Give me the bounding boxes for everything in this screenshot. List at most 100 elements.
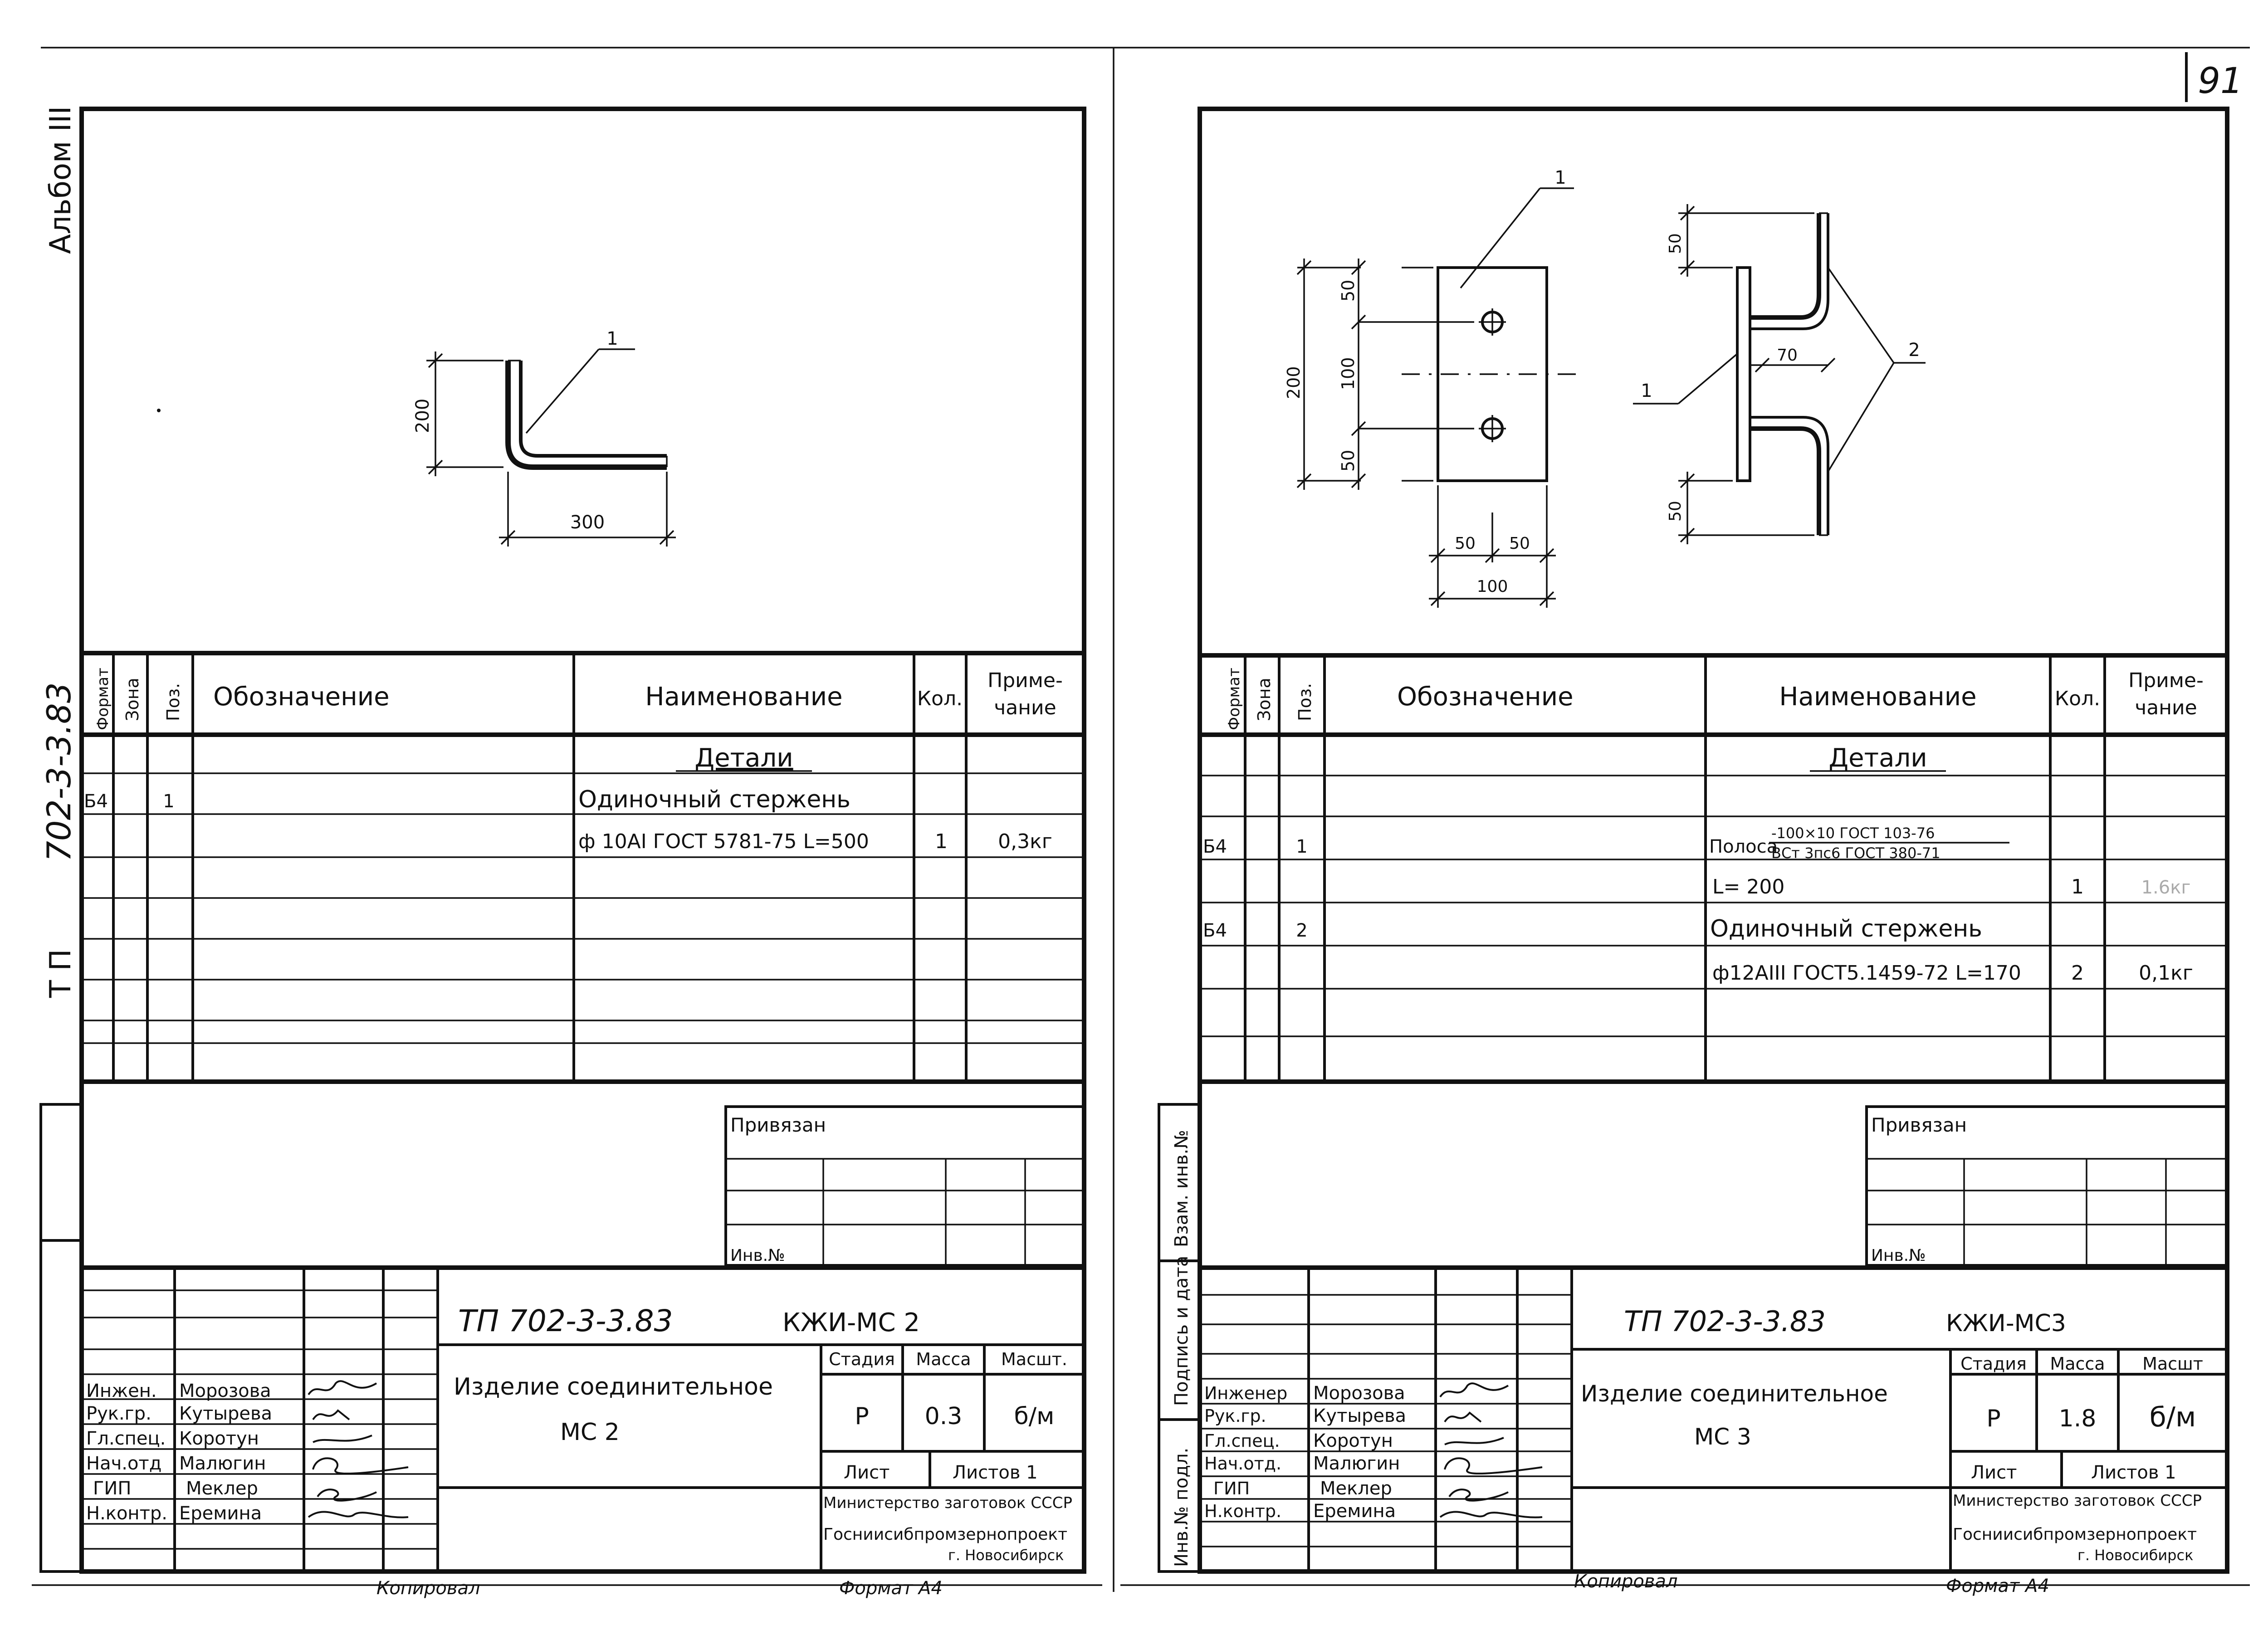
org-3: г. Новосибирск bbox=[2077, 1547, 2193, 1564]
org-1: Министерство заготовок СССР bbox=[823, 1494, 1072, 1512]
margin-project-code: 702-3-3.83 bbox=[40, 682, 78, 862]
svg-text:Морозова: Морозова bbox=[1313, 1383, 1405, 1404]
roles-mc3: Инженер Морозова Рук.гр. Кутырева Гл.спе… bbox=[1204, 1383, 1406, 1522]
svg-text:ГИП: ГИП bbox=[93, 1478, 131, 1499]
dim-50-bottom: 50 bbox=[1338, 450, 1358, 472]
stamp-code: ТП 702-3-3.83 bbox=[1624, 1305, 1826, 1338]
sheets-label: Листов 1 bbox=[953, 1462, 1038, 1483]
callout-1: 1 bbox=[606, 328, 618, 349]
svg-text:Гл.спец.: Гл.спец. bbox=[86, 1428, 166, 1449]
svg-text:Малюгин: Малюгин bbox=[1313, 1453, 1400, 1474]
album-label: Альбом III bbox=[44, 106, 78, 254]
dim-100-w: 100 bbox=[1477, 577, 1508, 596]
header-name: Наименование bbox=[1779, 682, 1976, 712]
dim-100: 100 bbox=[1338, 357, 1358, 390]
header-format: Формат bbox=[94, 668, 112, 730]
svg-text:Меклер: Меклер bbox=[186, 1478, 258, 1499]
svg-text:Инженер: Инженер bbox=[1204, 1383, 1287, 1403]
row2-name: L= 200 bbox=[1712, 875, 1784, 898]
svg-text:Еремина: Еремина bbox=[179, 1503, 262, 1524]
svg-text:Н.контр.: Н.контр. bbox=[86, 1503, 167, 1524]
footer-copied: Копировал bbox=[376, 1578, 480, 1599]
header-designation: Обозначение bbox=[213, 682, 390, 712]
header-name: Наименование bbox=[645, 682, 842, 712]
stamp-inv: Инв.№ подл. bbox=[1171, 1448, 1192, 1567]
row2-qty: 1 bbox=[935, 830, 948, 853]
svg-text:Рук.гр.: Рук.гр. bbox=[86, 1403, 152, 1424]
callout-1-top: 1 bbox=[1554, 167, 1566, 188]
section-details: Детали bbox=[694, 743, 793, 773]
org-2: Госниисибпромзернопроект bbox=[1953, 1525, 2197, 1544]
dim-300: 300 bbox=[570, 512, 605, 533]
row4-name: ф12АIII ГОСТ5.1459-72 L=170 bbox=[1712, 961, 2021, 985]
stamp-title-1: Изделие соединительное bbox=[1581, 1381, 1888, 1407]
dim-50-side-top: 50 bbox=[1666, 233, 1685, 254]
scale-value: б/м bbox=[2150, 1401, 2196, 1433]
title-block-mc2: Привязан Инв.№ bbox=[82, 1105, 1085, 1572]
svg-text:ГИП: ГИП bbox=[1213, 1479, 1250, 1498]
stamp-doc: КЖИ-МС 2 bbox=[782, 1308, 920, 1337]
bar-bottom bbox=[1750, 426, 1821, 535]
row4-note: 0,1кг bbox=[2139, 961, 2193, 985]
row3-name: Одиночный стержень bbox=[1710, 915, 1982, 942]
row1-name-numerator: -100×10 ГОСТ 103-76 bbox=[1771, 825, 1935, 842]
svg-text:Кутырева: Кутырева bbox=[179, 1403, 272, 1424]
row2-note: 1.6кг bbox=[2141, 877, 2191, 898]
svg-text:Еремина: Еремина bbox=[1313, 1501, 1396, 1522]
row3-format: Б4 bbox=[1203, 920, 1227, 941]
mass-value: 0.3 bbox=[925, 1403, 963, 1430]
row1-format: Б4 bbox=[84, 791, 108, 812]
svg-text:Морозова: Морозова bbox=[179, 1381, 271, 1401]
callout-2: 2 bbox=[1908, 340, 1920, 361]
scale-label: Масшт. bbox=[1001, 1349, 1067, 1369]
stage-label: Стадия bbox=[829, 1349, 895, 1369]
header-note-2: чание bbox=[2135, 696, 2197, 719]
dim-200: 200 bbox=[1284, 366, 1304, 399]
scale-value: б/м bbox=[1014, 1403, 1055, 1430]
section-details: Детали bbox=[1828, 743, 1927, 773]
spec-table-mc2: Формат Зона Поз. Обозначение Наименовани… bbox=[82, 651, 1084, 1084]
inv-label: Инв.№ bbox=[1871, 1246, 1926, 1265]
header-pos: Поз. bbox=[1295, 683, 1315, 721]
header-note-1: Приме- bbox=[2128, 669, 2204, 692]
row2-qty: 1 bbox=[2071, 875, 2084, 898]
row1-pos: 1 bbox=[1296, 836, 1307, 857]
inv-label: Инв.№ bbox=[730, 1246, 785, 1265]
svg-text:Коротун: Коротун bbox=[1313, 1430, 1393, 1451]
svg-text:Малюгин: Малюгин bbox=[179, 1453, 266, 1474]
page-number: 91 bbox=[2198, 61, 2243, 102]
org-1: Министерство заготовок СССР bbox=[1953, 1492, 2202, 1510]
header-pos: Поз. bbox=[163, 683, 183, 721]
sheet-label: Лист bbox=[844, 1462, 890, 1483]
sheets-label: Листов 1 bbox=[2091, 1462, 2176, 1483]
row2-note: 0,3кг bbox=[998, 830, 1052, 853]
footer-format: Формат А4 bbox=[839, 1578, 943, 1599]
row2-name: ф 10АI ГОСТ 5781-75 L=500 bbox=[578, 830, 869, 853]
stamp-podpis: Подпись и дата bbox=[1171, 1256, 1192, 1406]
sheet-frame bbox=[1198, 107, 2229, 1574]
stage-value: Р bbox=[855, 1403, 869, 1430]
svg-text:Инжен.: Инжен. bbox=[86, 1381, 157, 1401]
mass-value: 1.8 bbox=[2059, 1405, 2097, 1432]
svg-text:Меклер: Меклер bbox=[1320, 1478, 1392, 1499]
svg-text:Коротун: Коротун bbox=[179, 1428, 259, 1449]
header-zone: Зона bbox=[122, 678, 142, 721]
spec-table-mc3: Формат Зона Поз. Обозначение Наименовани… bbox=[1200, 653, 2227, 1084]
header-note-1: Приме- bbox=[987, 669, 1063, 692]
stamp-code: ТП 702-3-3.83 bbox=[458, 1303, 673, 1338]
stamp-title-1: Изделие соединительное bbox=[454, 1373, 773, 1401]
svg-text:Кутырева: Кутырева bbox=[1313, 1406, 1406, 1426]
stage-value: Р bbox=[1986, 1405, 2000, 1432]
plate-side bbox=[1736, 266, 1751, 482]
dim-200: 200 bbox=[412, 399, 433, 433]
detail-drawing-mc2: 200 300 1 bbox=[157, 328, 676, 547]
stage-label: Стадия bbox=[1960, 1354, 2027, 1374]
signatures-mc3 bbox=[1439, 1382, 1543, 1518]
signatures-mc2 bbox=[308, 1380, 409, 1518]
svg-text:Нач.отд: Нач.отд bbox=[86, 1453, 161, 1474]
callout-1-side: 1 bbox=[1641, 381, 1652, 401]
dim-50-w1: 50 bbox=[1455, 534, 1476, 553]
row3-pos: 2 bbox=[1296, 920, 1307, 941]
org-3: г. Новосибирск bbox=[948, 1547, 1064, 1564]
